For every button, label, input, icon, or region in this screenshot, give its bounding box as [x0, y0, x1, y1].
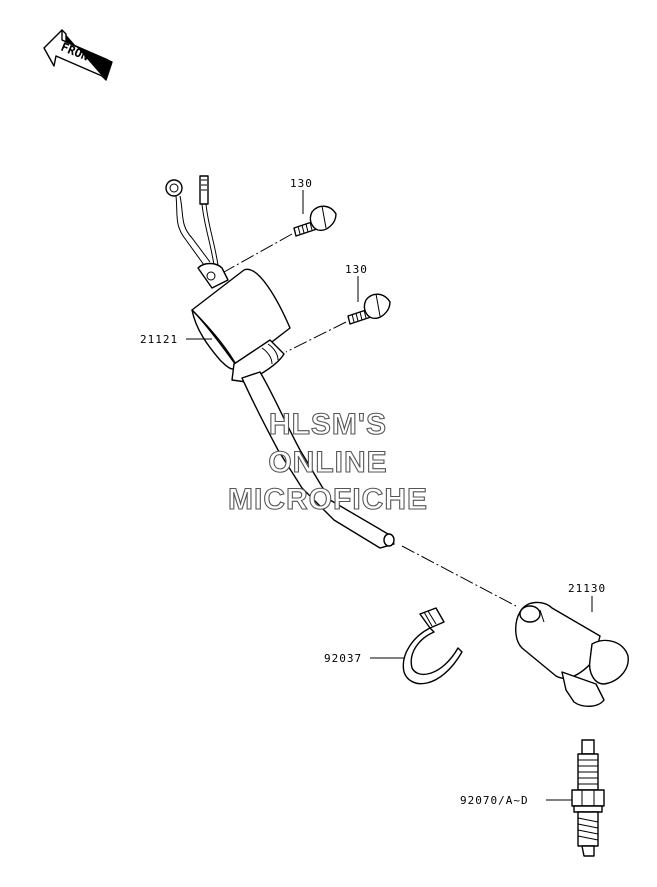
bolt-upper — [293, 205, 337, 237]
coil-wires — [165, 175, 229, 289]
front-arrow-icon: FRONT — [43, 29, 113, 81]
clamp — [402, 607, 463, 685]
plug-cap — [515, 601, 629, 707]
callout-bolt-upper: 130 — [290, 177, 313, 190]
callout-bolt-lower: 130 — [345, 263, 368, 276]
callout-plug-cap: 21130 — [568, 582, 606, 595]
watermark: HLSM'S ONLINE MICROFICHE — [227, 407, 428, 516]
callout-ignition-coil: 21121 — [140, 333, 178, 346]
bolt-upper-axis — [223, 233, 293, 273]
watermark-line-3: MICROFICHE — [228, 483, 428, 516]
callout-clamp: 92037 — [324, 652, 362, 665]
bolt-lower-axis — [285, 321, 347, 353]
callout-spark-plug: 92070/A~D — [460, 794, 529, 807]
watermark-line-2: ONLINE — [268, 446, 387, 479]
lead-to-cap-axis — [401, 545, 517, 607]
ignition-coil — [191, 268, 395, 549]
bolt-lower — [347, 293, 391, 325]
spark-plug — [571, 739, 605, 857]
watermark-line-1: HLSM'S — [269, 408, 387, 441]
